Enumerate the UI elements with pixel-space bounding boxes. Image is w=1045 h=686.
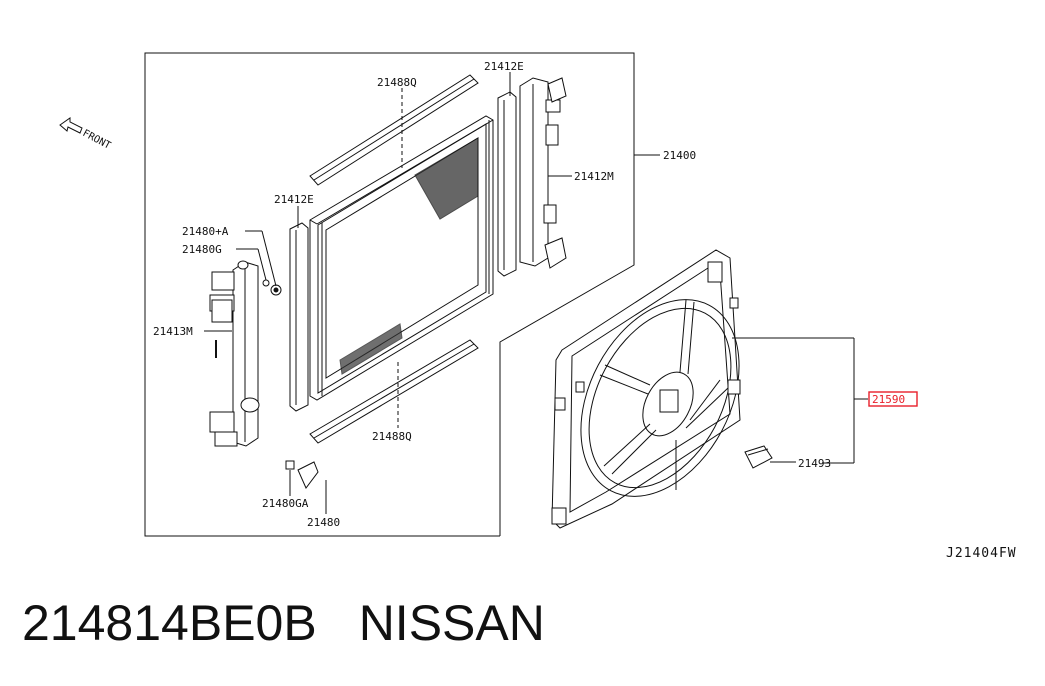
radiator-core <box>309 115 494 401</box>
callout-21480A: 21480+A <box>182 225 229 238</box>
grommet-21480GA <box>285 460 295 470</box>
callout-21480: 21480 <box>307 516 340 529</box>
bolt-21480A <box>270 284 282 296</box>
callout-21480G: 21480G <box>182 243 222 256</box>
highlight-box-21590 <box>868 391 918 407</box>
front-arrow-icon <box>59 117 83 134</box>
drawing-code: J21404FW <box>946 546 1017 561</box>
callout-21493: 21493 <box>798 457 831 470</box>
front-label: FRONT <box>81 128 113 152</box>
callout-21412M: 21412M <box>574 170 614 183</box>
callout-21400: 21400 <box>663 149 696 162</box>
bottom-seal-21488Q <box>309 339 479 444</box>
right-tank-21412M <box>519 77 567 269</box>
radiator-group-frame <box>144 52 635 537</box>
callout-21488Q-bottom: 21488Q <box>372 430 412 443</box>
callout-21590: 21590 <box>872 393 905 406</box>
fan-shroud-21590 <box>551 249 741 529</box>
callout-21412E-left: 21412E <box>274 193 314 206</box>
callout-21488Q-top: 21488Q <box>377 76 417 89</box>
part-number: 214814BE0B <box>22 595 317 651</box>
callout-21412E-top: 21412E <box>484 60 524 73</box>
left-tank-21413M <box>209 260 260 447</box>
drain-cock-21480 <box>297 461 319 489</box>
callout-21413M: 21413M <box>153 325 193 338</box>
grommet-21480G <box>262 279 270 287</box>
top-seal-21488Q <box>309 74 479 186</box>
left-seal-21412E <box>289 222 309 412</box>
callout-21480GA: 21480GA <box>262 497 309 510</box>
connector-21493 <box>744 445 773 469</box>
part-title: 214814BE0B NISSAN <box>22 598 545 648</box>
right-seal-21412E <box>497 91 517 277</box>
leader-lines <box>204 72 868 514</box>
brand-name: NISSAN <box>358 595 545 651</box>
